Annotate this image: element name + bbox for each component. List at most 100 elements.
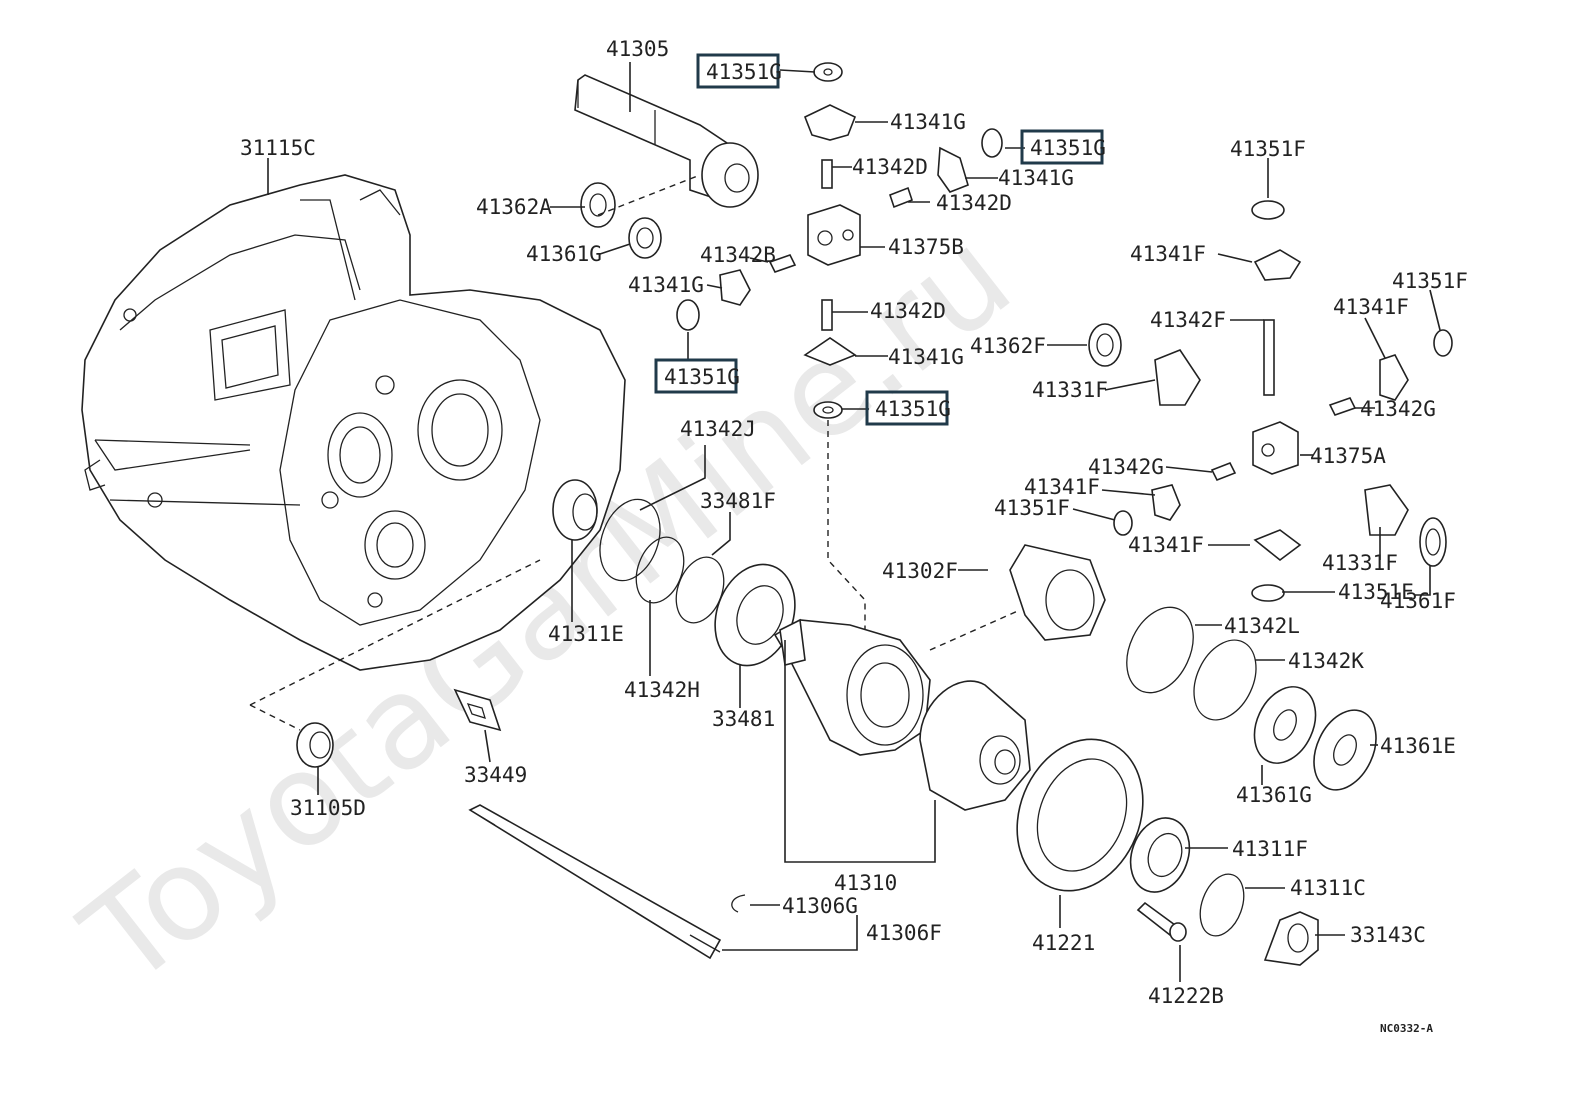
highlight-boxes [654,53,1104,426]
highlight-41351G-top [696,53,780,89]
label-31115C[interactable]: 31115C [240,136,316,160]
label-41351E[interactable]: 41351E [1338,580,1414,604]
label-33449[interactable]: 33449 [464,763,527,787]
label-41351F-right[interactable]: 41351F [1392,269,1468,293]
oil-seal-31105D [296,722,334,768]
label-41351G-left[interactable]: 41351G [664,365,740,389]
gear-41341F-bottom [1253,529,1302,562]
label-41306G[interactable]: 41306G [782,894,858,918]
washer-41361F [1419,517,1447,567]
dash-axis-pinion [597,174,701,216]
ring-41342K [1193,639,1257,721]
label-41361G-top[interactable]: 41361G [526,242,602,266]
gear-41341G-top [803,104,857,141]
washer-41362F [1088,323,1122,367]
label-41342D-mid[interactable]: 41342D [936,191,1012,215]
shaft-41306F [468,804,722,960]
label-41311E[interactable]: 41311E [548,622,624,646]
label-41222B[interactable]: 41222B [1148,984,1224,1008]
washer-41361E [1313,709,1377,791]
washer-41351G-center [813,401,843,419]
label-41342D-center[interactable]: 41342D [870,299,946,323]
pin-41342F [1263,319,1275,396]
bearing-41311F [1129,817,1191,893]
label-41306F[interactable]: 41306F [866,921,942,945]
clip-41306G [731,894,746,913]
race-41311C [1199,873,1245,937]
label-41362A[interactable]: 41362A [476,195,552,219]
label-41302F[interactable]: 41302F [882,559,958,583]
label-41342L[interactable]: 41342L [1224,614,1300,638]
gear-33143C [1263,911,1319,966]
label-41341F-left[interactable]: 41341F [1024,475,1100,499]
label-41310[interactable]: 41310 [834,871,897,895]
label-41331F-right[interactable]: 41331F [1322,551,1398,575]
label-33481[interactable]: 33481 [712,707,775,731]
label-41341F-right[interactable]: 41341F [1333,295,1409,319]
gear-41341F-top [1253,249,1302,281]
label-41341F-bottom[interactable]: 41341F [1128,533,1204,557]
label-41342G-left[interactable]: 41342G [1088,455,1164,479]
label-41351G-right[interactable]: 41351G [1030,136,1106,160]
gear-41341F-right [1379,354,1409,401]
label-41311C[interactable]: 41311C [1290,876,1366,900]
plate-33449 [453,688,502,732]
label-41341G-top[interactable]: 41341G [890,110,966,134]
label-41221[interactable]: 41221 [1032,931,1095,955]
washer-41362A [580,182,616,228]
washer-41351F-right [1433,329,1453,357]
label-41341G-mid[interactable]: 41341G [998,166,1074,190]
washer-41351G-top [813,62,843,82]
washer-41361G-bottom [1253,686,1317,764]
part-labels: 41305 41351G 41341G 41351G 31115C 41342D… [240,37,1468,1008]
label-41342B[interactable]: 41342B [700,243,776,267]
pin-41342B [768,254,797,273]
label-41342D-top[interactable]: 41342D [852,155,928,179]
label-41341F-top[interactable]: 41341F [1130,242,1206,266]
dash-axis-seal [249,704,301,731]
bolt-41222B [1136,901,1187,942]
label-41341G-center[interactable]: 41341G [888,345,964,369]
label-41351F-left[interactable]: 41351F [994,496,1070,520]
label-31105D[interactable]: 31105D [290,796,366,820]
label-33143C[interactable]: 33143C [1350,923,1426,947]
label-41351F-top[interactable]: 41351F [1230,137,1306,161]
washer-41351F-left [1113,510,1133,536]
label-41375A[interactable]: 41375A [1310,444,1386,468]
pin-41342G-left [1210,461,1237,482]
pin-41342D-mid [889,186,913,209]
label-41375B[interactable]: 41375B [888,235,964,259]
label-41342K[interactable]: 41342K [1288,649,1364,673]
pin-41342G-right [1328,397,1357,416]
label-41342H[interactable]: 41342H [624,678,700,702]
label-41342F[interactable]: 41342F [1150,308,1226,332]
differential-case-41310 [773,618,931,756]
gear-41341F-left [1151,484,1181,521]
pinion-shaft-41305 [574,74,759,208]
case-41375A [1252,421,1299,475]
label-41311F[interactable]: 41311F [1232,837,1308,861]
label-41342G-right[interactable]: 41342G [1360,397,1436,421]
label-41305[interactable]: 41305 [606,37,669,61]
washer-41361G-top [628,217,662,259]
washer-41351E [1251,584,1285,602]
label-41342J[interactable]: 41342J [680,417,756,441]
label-41361E[interactable]: 41361E [1380,734,1456,758]
gear-41341G-left [719,269,751,306]
dash-axis-case [929,609,1021,651]
label-41351G-top[interactable]: 41351G [706,60,782,84]
label-41341G-left[interactable]: 41341G [628,273,704,297]
label-41361G-bottom[interactable]: 41361G [1236,783,1312,807]
differential-cover-41310 [919,680,1031,811]
diagram-code: NC0332-A [1380,1022,1433,1035]
label-41361F[interactable]: 41361F [1380,589,1456,613]
label-41351G-center[interactable]: 41351G [875,397,951,421]
label-33481F[interactable]: 33481F [700,489,776,513]
label-41362F[interactable]: 41362F [970,334,1046,358]
label-41331F-top[interactable]: 41331F [1032,378,1108,402]
pin-41342D-top [821,159,833,189]
washer-41351G-left [676,299,700,331]
gear-41341G-mid [937,146,969,193]
gear-41331F-top [1154,349,1201,406]
